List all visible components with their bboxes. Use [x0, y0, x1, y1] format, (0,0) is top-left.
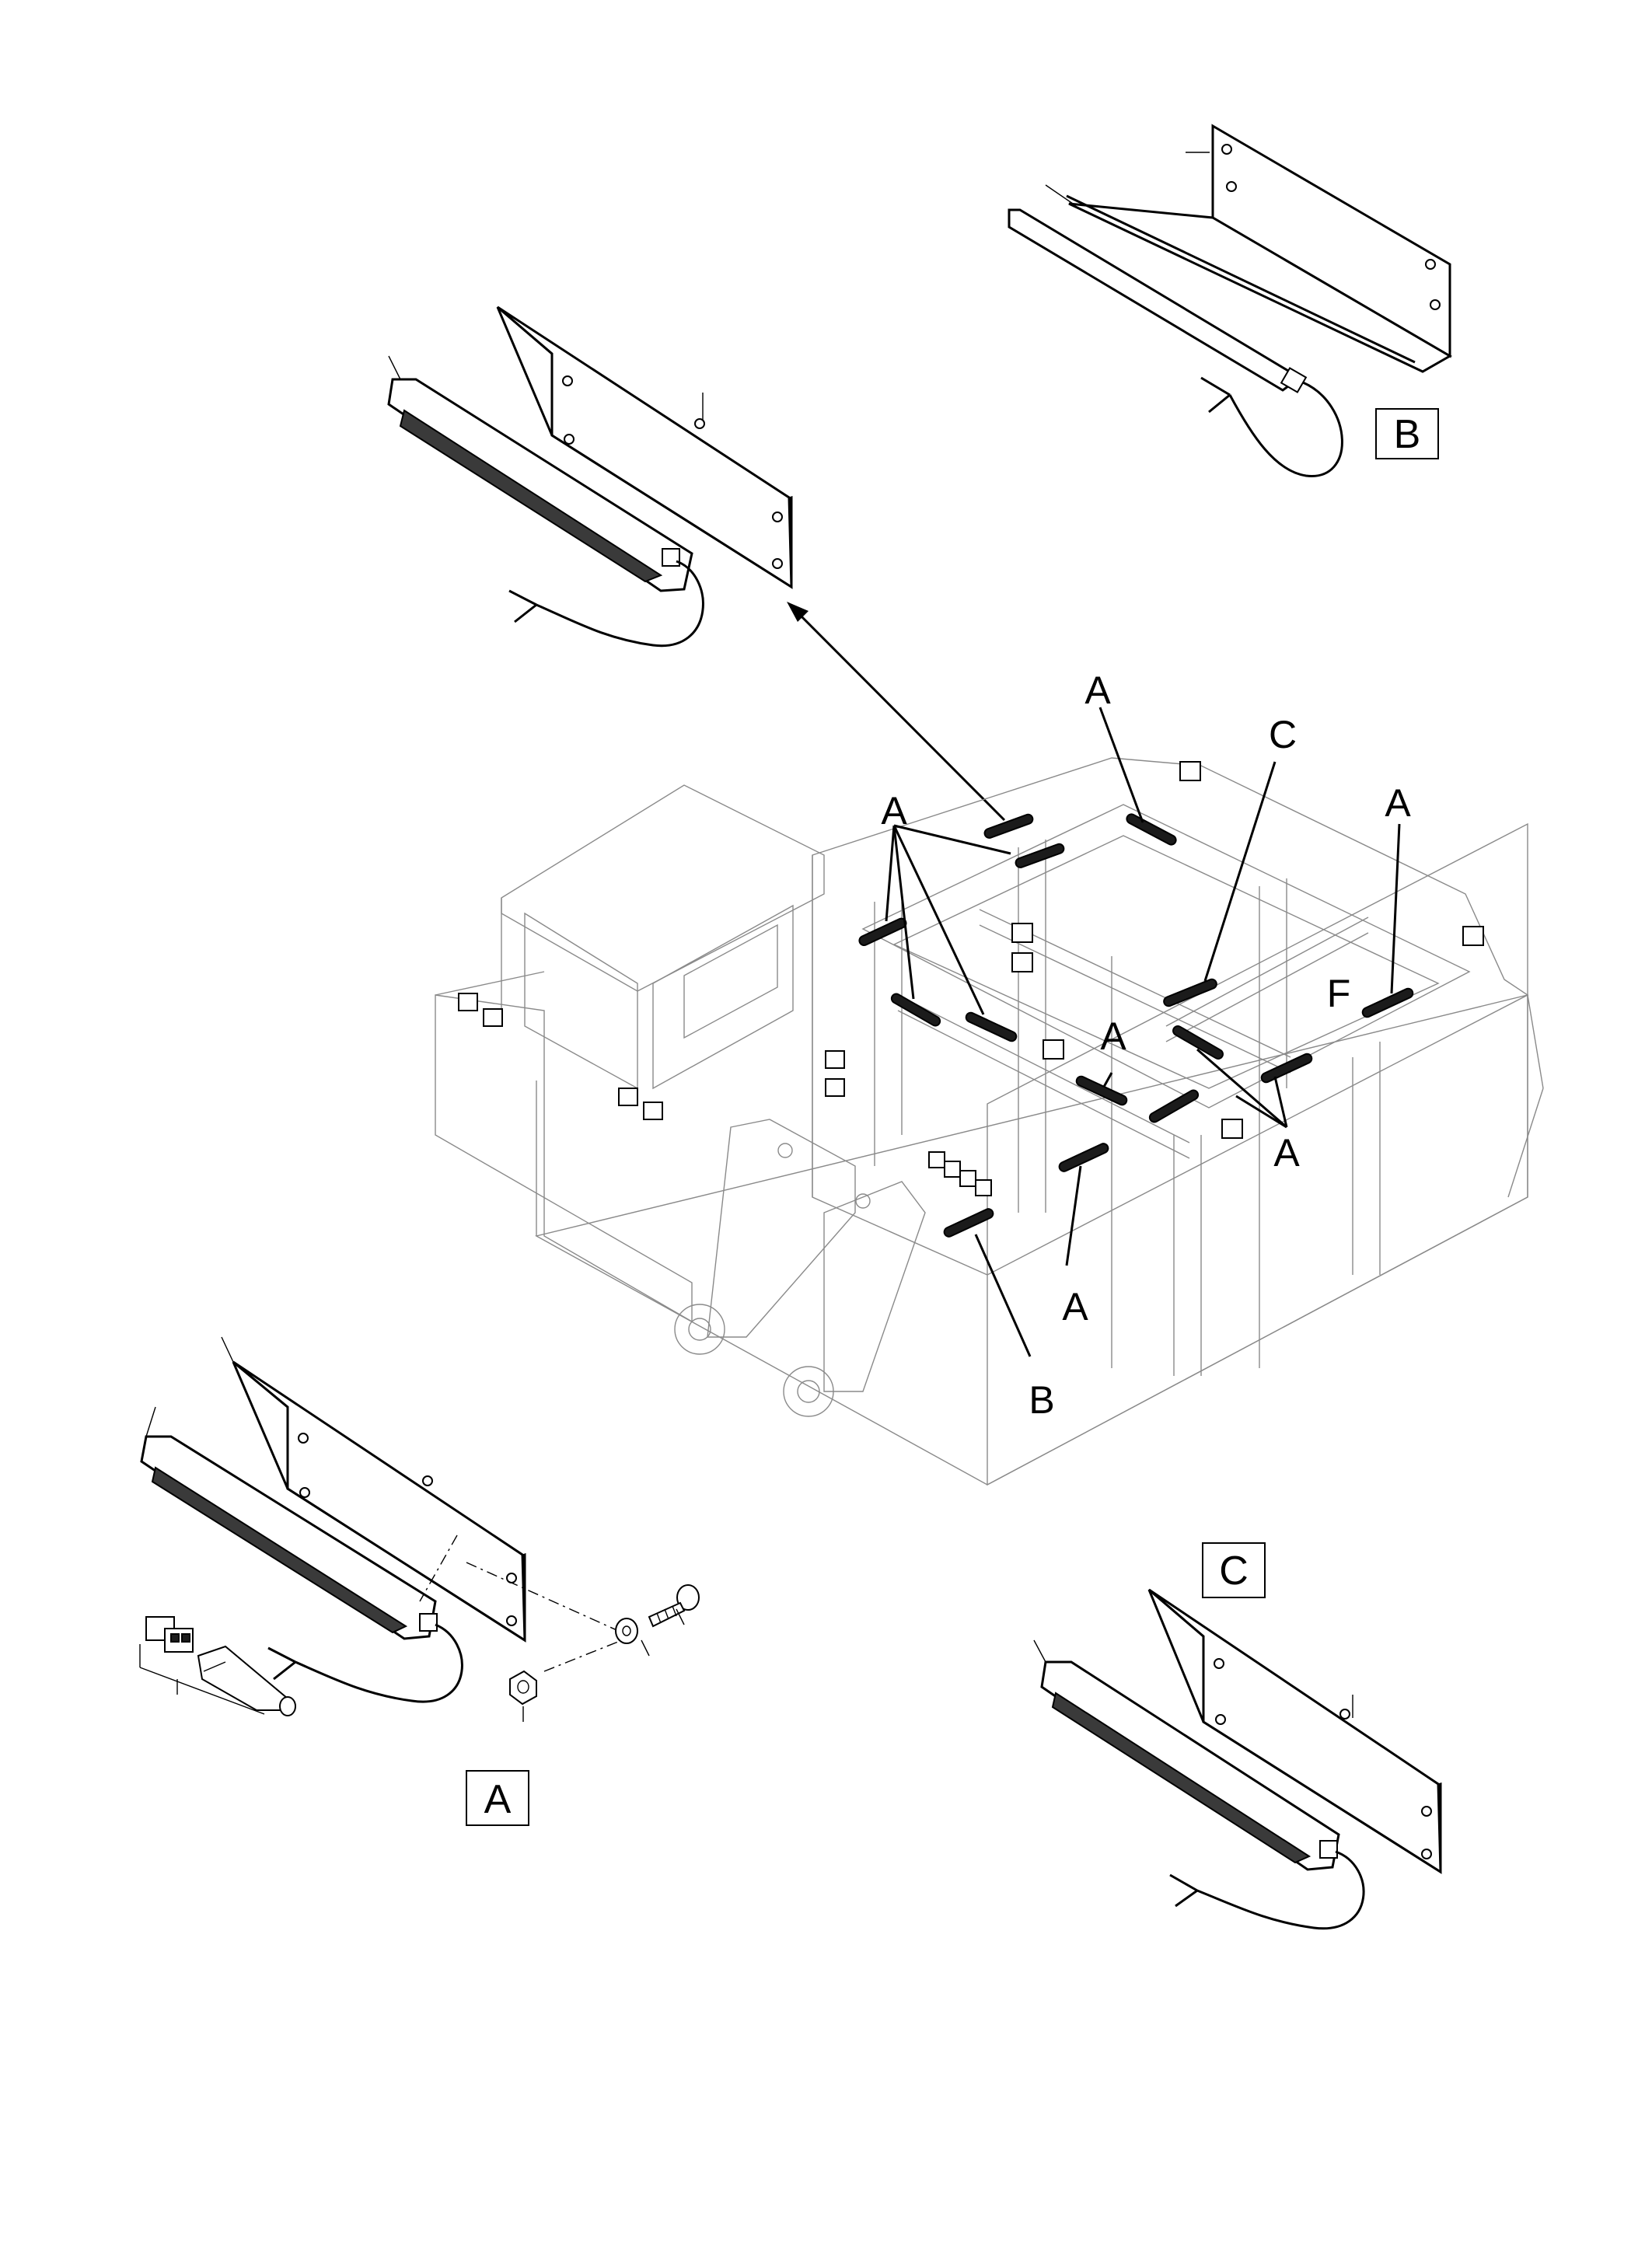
detail-b-label-box: [1375, 408, 1439, 459]
detail-a-nut: [509, 1670, 537, 1706]
connector-block: [1011, 923, 1033, 943]
callout-c-top: C: [1269, 713, 1297, 756]
lamp-strip: [1361, 987, 1414, 1018]
detail-a-label: A: [484, 1777, 512, 1822]
detail-c-lamp-assembly: C: [1033, 1542, 1442, 1930]
lamp-strip: [1163, 978, 1217, 1007]
connector-block: [975, 1179, 992, 1196]
callout-f: F: [1327, 972, 1351, 1015]
detail-b-cable: [1228, 381, 1343, 477]
lamp-reference-arrow: [790, 605, 1006, 822]
detail-a-washer: [615, 1618, 638, 1644]
connector-block: [618, 1088, 638, 1106]
detail-c-label-box: [1202, 1542, 1266, 1598]
lamp-strip: [983, 813, 1034, 839]
detail-a-fastener-line: [466, 1562, 623, 1633]
detail-a-lamp-connector: [419, 1613, 438, 1632]
detail-c-cable: [1196, 1850, 1365, 1930]
detail-a-lamp-lens: [151, 1466, 408, 1634]
upper-lamp-lens: [399, 409, 663, 583]
lamp-strip: [1148, 1089, 1200, 1123]
lamp-strip: [1126, 813, 1177, 846]
upper-cable: [536, 560, 704, 648]
detail-a-fastener-line: [543, 1639, 623, 1672]
connector-block: [1462, 926, 1484, 946]
connector-block: [643, 1102, 663, 1120]
detail-a-label-box: [466, 1770, 529, 1826]
detail-a-lamp: [140, 1435, 437, 1640]
callout-a-lower: A: [1062, 1285, 1088, 1329]
connector-block: [928, 1151, 945, 1168]
callout-b-lower: B: [1029, 1378, 1054, 1422]
connector-block: [825, 1078, 845, 1097]
upper-lamp-connector: [662, 548, 680, 567]
callout-a-right: A: [1385, 781, 1411, 825]
callout-a-lower-right: A: [1273, 1131, 1300, 1175]
detail-b-lamp-assembly: B: [1008, 124, 1452, 477]
connector-block: [825, 1050, 845, 1069]
detail-c-label: C: [1219, 1548, 1249, 1594]
detail-c-lamp: [1040, 1660, 1340, 1871]
callout-a-upper-left: A: [881, 789, 907, 833]
mounted-lamps: [858, 813, 1414, 1238]
lamp-strip: [965, 1011, 1018, 1042]
upper-lamp-assembly: [387, 306, 793, 648]
leader-lines: [885, 707, 1401, 1357]
lamp-strip: [943, 1208, 994, 1238]
connector-block: [959, 1170, 976, 1187]
connector-block: [1179, 761, 1201, 781]
lamp-strip: [1015, 843, 1065, 868]
detail-c-lamp-lens: [1051, 1692, 1311, 1864]
callout-a-top: A: [1084, 669, 1111, 712]
connector-block: [1011, 952, 1033, 972]
detail-c-lamp-connector: [1319, 1840, 1338, 1859]
connector-block: [483, 1008, 503, 1027]
lamp-strip: [1058, 1143, 1109, 1172]
detail-a-bolt: [648, 1584, 700, 1628]
detail-a-cable: [295, 1623, 463, 1703]
connector-block: [1221, 1119, 1243, 1139]
machine-body: [435, 757, 1544, 1486]
detail-a-lamp-assembly: A: [139, 1336, 700, 1826]
lamp-strip: [858, 917, 907, 946]
callout-a-center: A: [1100, 1014, 1126, 1058]
connector-block: [944, 1161, 961, 1178]
lamp-strip: [890, 993, 941, 1027]
detail-b-lamp-connector: [1280, 367, 1308, 393]
upper-lamp: [387, 378, 693, 592]
detail-b-label: B: [1394, 412, 1421, 457]
lamp-strip: [1260, 1053, 1313, 1084]
detail-a-plug: [197, 1645, 296, 1716]
lamp-strip: [1075, 1075, 1128, 1106]
connector-block: [1043, 1039, 1064, 1060]
connector-block: [458, 993, 478, 1011]
lamp-strip: [1172, 1025, 1224, 1060]
connector-blocks: [458, 761, 1484, 1196]
detail-a-connector-housing: [145, 1616, 194, 1653]
lamp-reference-arrowhead: [787, 602, 809, 622]
